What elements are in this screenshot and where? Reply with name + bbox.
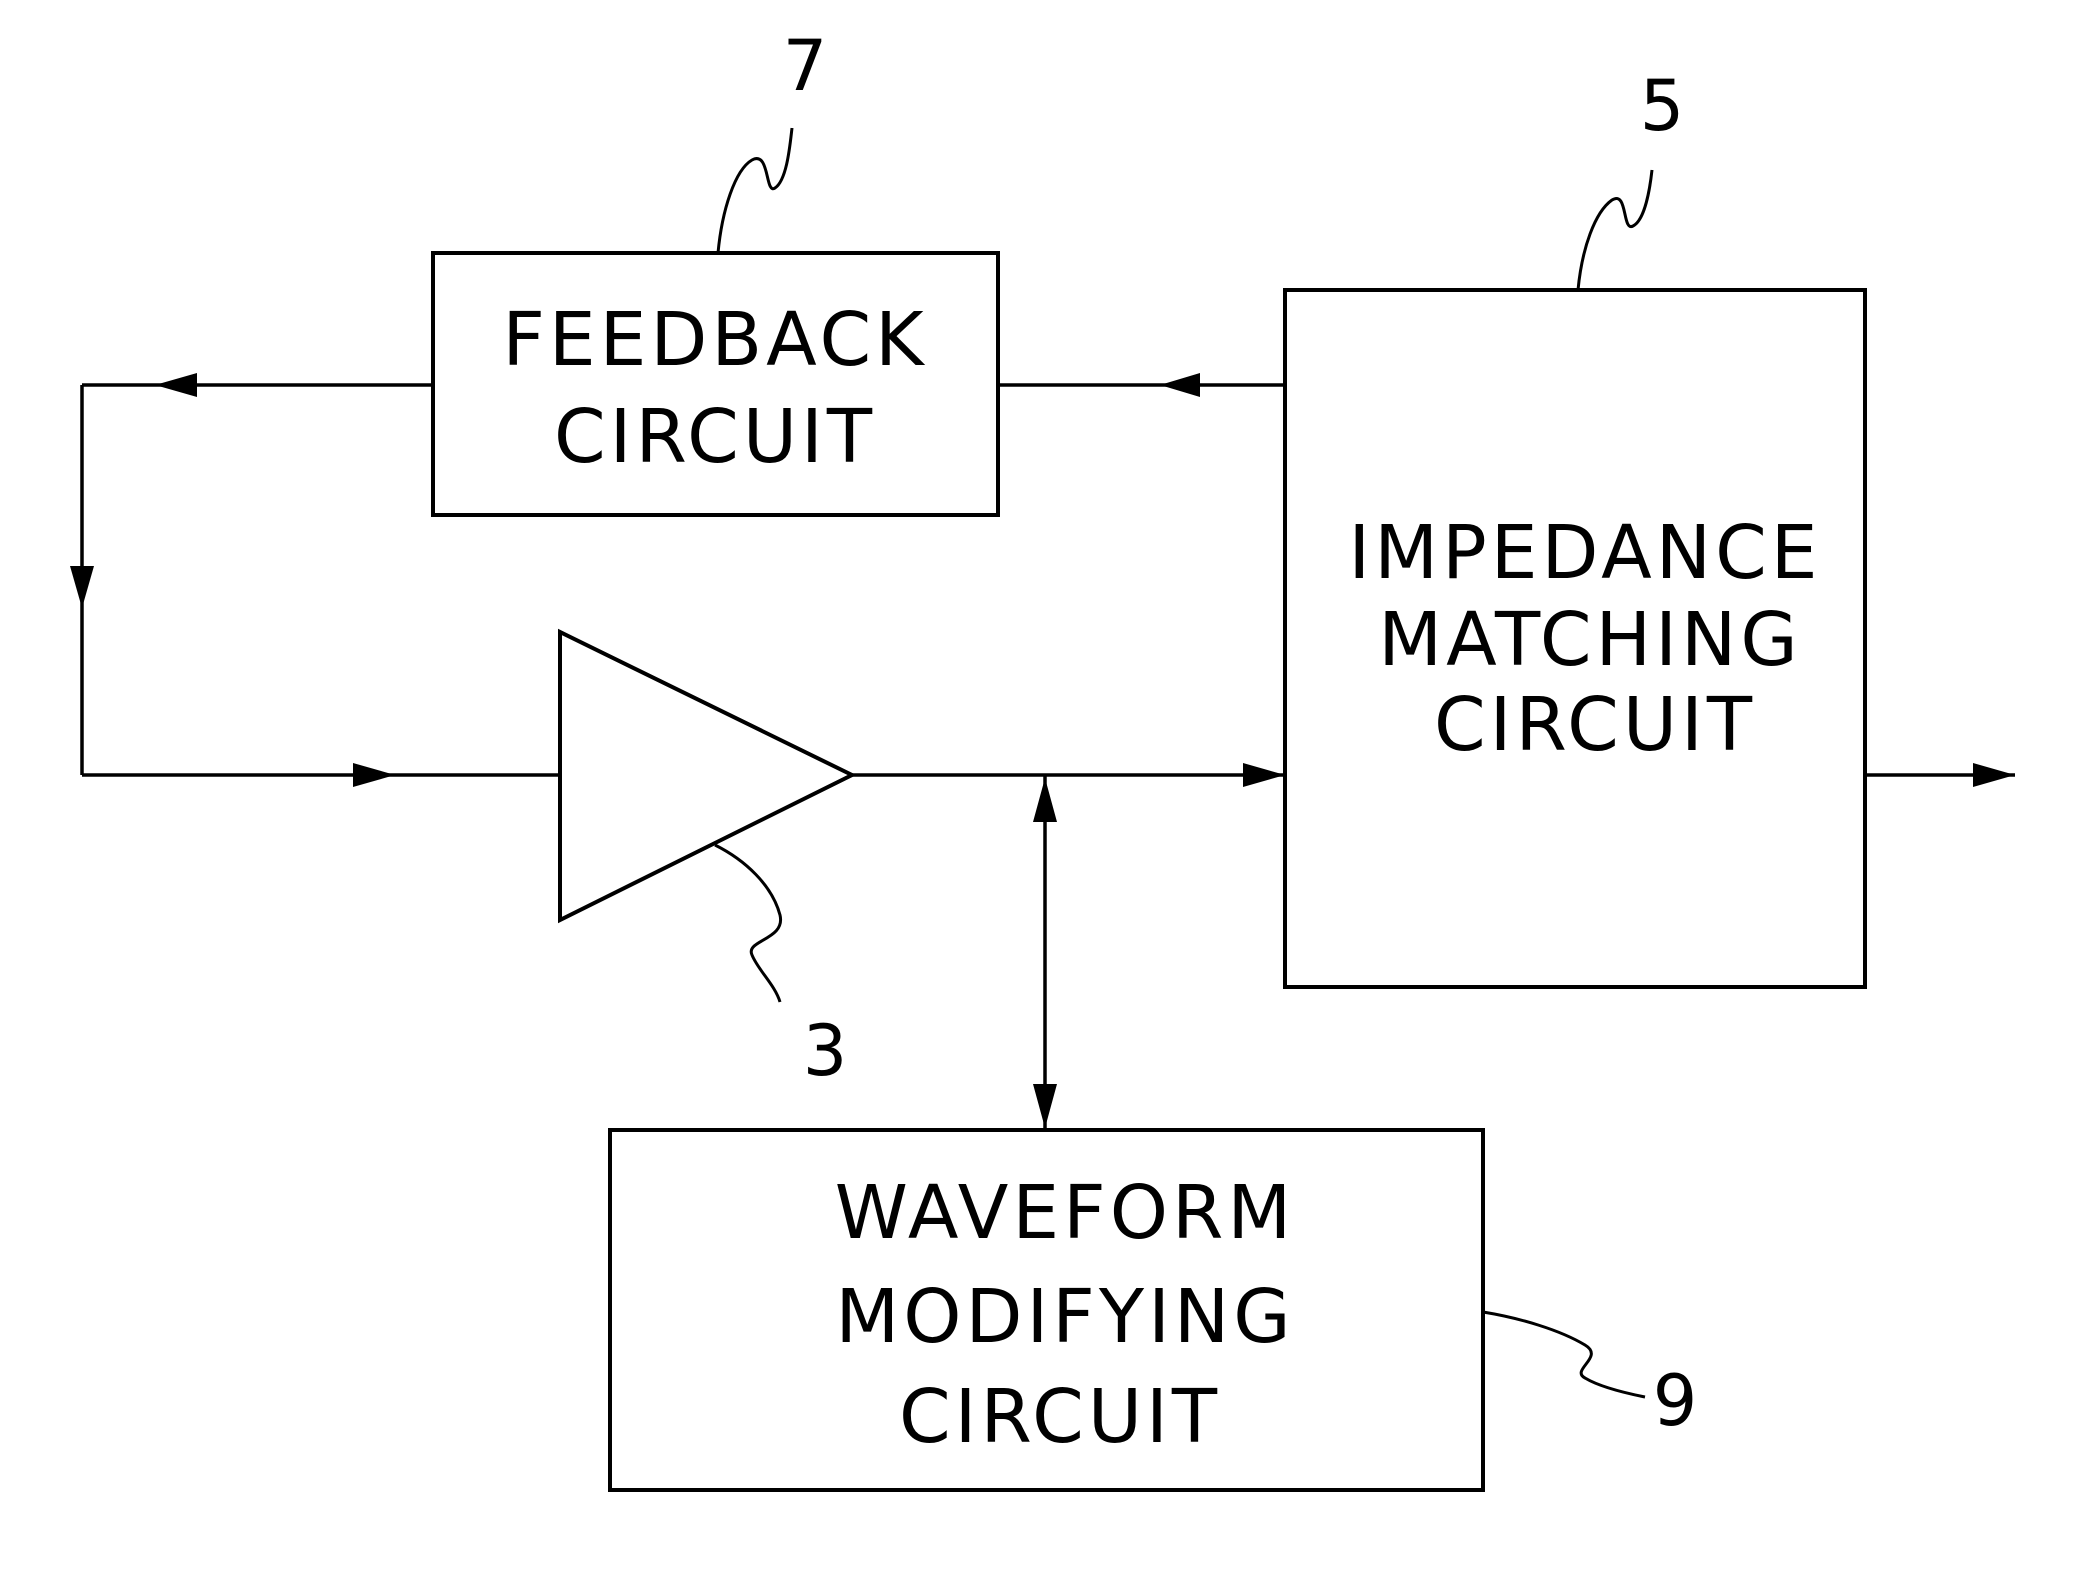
waveform-modifying-label-line1: WAVEFORM	[835, 1170, 1295, 1256]
feedback-circuit-label-line1: FEEDBACK	[502, 297, 927, 383]
impedance-matching-label-line3: CIRCUIT	[1434, 682, 1756, 768]
arrow-left-down	[70, 566, 94, 608]
impedance-matching-label-line2: MATCHING	[1378, 597, 1801, 683]
ref-number-9: 9	[1653, 1360, 1698, 1442]
amplifier-triangle	[560, 632, 852, 920]
impedance-matching-label-line1: IMPEDANCE	[1348, 510, 1821, 596]
arrow-to-impedance	[1243, 763, 1285, 787]
ref-number-7: 7	[783, 25, 828, 107]
leader-3	[715, 845, 781, 1002]
feedback-circuit-block: FEEDBACK CIRCUIT	[433, 253, 998, 515]
ref-number-3: 3	[803, 1010, 848, 1092]
leader-9	[1483, 1312, 1645, 1397]
arrow-feedback-out	[155, 373, 197, 397]
impedance-matching-block: IMPEDANCE MATCHING CIRCUIT	[1285, 290, 1865, 987]
ref-number-5: 5	[1640, 65, 1685, 147]
arrow-tap-up	[1033, 778, 1057, 822]
feedback-circuit-label-line2: CIRCUIT	[554, 394, 876, 480]
leader-7	[718, 128, 792, 253]
leader-5	[1578, 170, 1652, 290]
arrow-output	[1973, 763, 2015, 787]
waveform-modifying-label-line3: CIRCUIT	[899, 1374, 1221, 1460]
arrow-impedance-to-feedback	[1160, 373, 1200, 397]
waveform-modifying-block: WAVEFORM MODIFYING CIRCUIT	[610, 1130, 1483, 1490]
arrow-tap-down	[1033, 1084, 1057, 1128]
waveform-modifying-label-line2: MODIFYING	[835, 1274, 1294, 1360]
arrow-to-amplifier	[353, 763, 395, 787]
